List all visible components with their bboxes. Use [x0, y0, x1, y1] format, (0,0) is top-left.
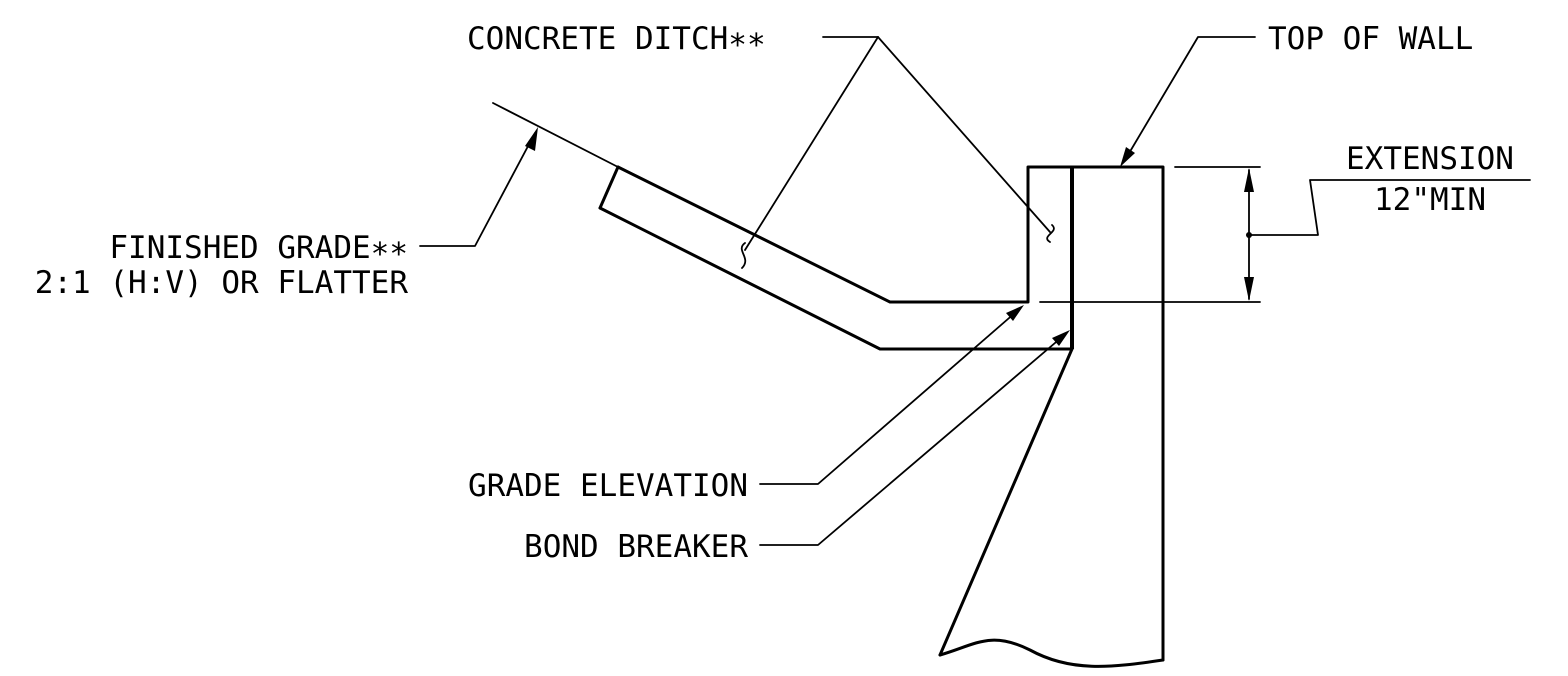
ditch-end-edge: [598, 165, 620, 210]
label-concrete-ditch: CONCRETE DITCH∗∗: [467, 21, 766, 57]
label-extension-min: 12"MIN: [1374, 182, 1486, 218]
bond-breaker-arrow: [1052, 330, 1070, 346]
concrete-ditch-leader-slope: [744, 36, 879, 251]
dimension-arrow-up: [1244, 168, 1254, 192]
bond-breaker-leader: [759, 336, 1063, 546]
extension-leader: [1248, 179, 1531, 236]
ditch-bottom-surface: [598, 206, 1074, 351]
label-finished-grade: FINISHED GRADE∗∗: [109, 230, 408, 266]
label-top-of-wall: TOP OF WALL: [1268, 21, 1473, 57]
grade-elevation-leader: [759, 311, 1017, 485]
ditch-break-symbol-wall: [1046, 224, 1055, 243]
label-bond-breaker: BOND BREAKER: [524, 529, 748, 565]
concrete-ditch-leader-wall: [877, 36, 1051, 233]
finished-grade-leader: [419, 132, 536, 247]
ditch-break-symbol-slope: [740, 242, 747, 269]
top-of-wall-arrow: [1120, 147, 1135, 167]
top-of-wall-leader: [1124, 36, 1256, 161]
label-extension: EXTENSION: [1346, 141, 1514, 177]
finished-grade-arrow: [525, 127, 538, 151]
wall-batter-face: [938, 347, 1074, 657]
label-grade-elevation: GRADE ELEVATION: [468, 468, 748, 504]
wall-outline: [1070, 165, 1165, 662]
dimension-arrow-down: [1244, 277, 1254, 301]
ditch-top-surface: [616, 165, 1074, 304]
finished-grade-line: [492, 102, 619, 168]
wall-break-line: [938, 638, 1165, 668]
grade-elevation-arrow: [1006, 305, 1024, 321]
label-slope-ratio: 2:1 (H:V) OR FLATTER: [35, 265, 409, 301]
